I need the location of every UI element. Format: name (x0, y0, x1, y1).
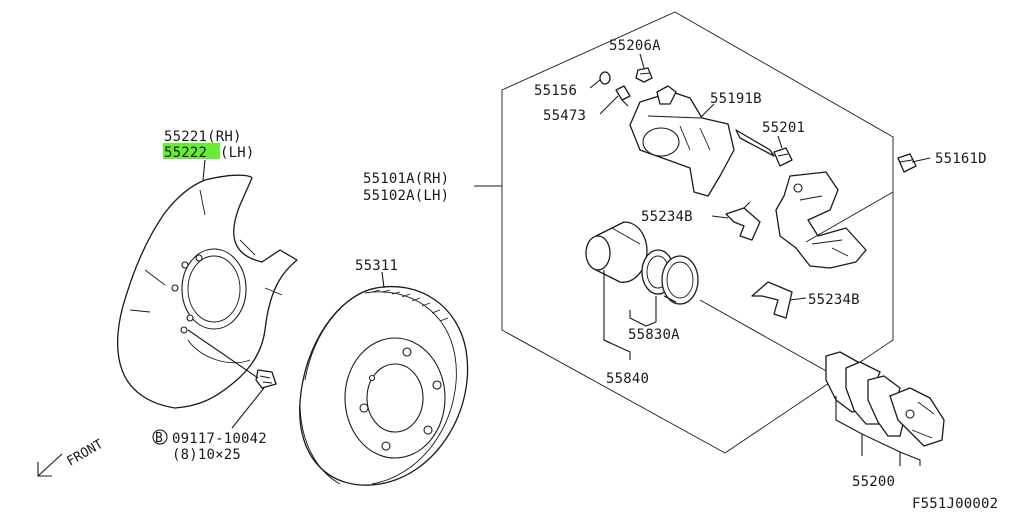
bracket-frame-line (805, 191, 894, 243)
clip-lower-leader (789, 297, 807, 301)
clip-upper-label: 55234B (641, 209, 693, 225)
piston-kit-label: 55840 (606, 371, 649, 387)
pin-leader (699, 103, 715, 119)
caliper-assembly-frame (501, 11, 894, 454)
bleeder-bolt-label: 55206A (609, 38, 661, 54)
rotor-leader (381, 271, 385, 289)
caliper-bolt (897, 153, 917, 173)
shield-lh-highlight (163, 143, 220, 159)
bolt-number-label: 09117-10042 (172, 431, 267, 447)
bolt-leader-b (231, 387, 265, 429)
front-label: FRONT (65, 437, 107, 470)
pad-kit-label: 55200 (852, 474, 895, 490)
kit-bracket-outer (603, 270, 631, 360)
shield-lh-number: 55222 (164, 145, 207, 161)
bolt-quantity-label: (8)10×25 (172, 447, 241, 463)
caliper-bolt-leader (911, 157, 931, 163)
bleeder-bolt-leader (639, 53, 645, 69)
shield-lh-side: (LH) (220, 145, 255, 161)
bolt-leader-a (187, 329, 259, 379)
pad-clip-lower (751, 281, 793, 319)
dust-shield (117, 174, 298, 409)
caliper-body (629, 85, 775, 197)
caliper-support-bracket (775, 171, 867, 269)
cap-leader (589, 79, 601, 89)
shield-leader (202, 159, 206, 181)
bleeder-screw (615, 85, 631, 107)
rotor-label: 55311 (355, 258, 398, 274)
figure-code: F551J00002 (912, 496, 998, 512)
bushing (773, 147, 793, 167)
bleeder-label: 55473 (543, 108, 586, 124)
brake-rotor (299, 286, 469, 486)
piston-seal-label: 55830A (628, 327, 680, 343)
cap-label: 55156 (534, 83, 577, 99)
bolt-circle-icon (152, 429, 168, 445)
bleeder-cap (599, 71, 611, 85)
piston (585, 221, 648, 283)
bleeder-leader (599, 95, 619, 115)
bushing-leader (777, 135, 783, 149)
pad-clip-upper (725, 201, 761, 241)
bushing-label: 55201 (762, 120, 805, 136)
kit-bracket-tick (603, 339, 611, 344)
brake-pads (825, 351, 945, 447)
caliper-bolt-label: 55161D (935, 151, 987, 167)
caliper-lh-label: 55102A(LH) (363, 188, 449, 204)
pad-kit-bracket (835, 396, 921, 466)
pad-guide-line (699, 299, 829, 373)
pin-boot-label: 55191B (710, 91, 762, 107)
clip-upper-leader (711, 215, 729, 219)
dust-boot (661, 255, 699, 305)
shield-rh-label: 55221(RH) (164, 129, 242, 145)
shield-bolt (255, 369, 277, 389)
clip-lower-label: 55234B (808, 292, 860, 308)
bleeder-bolt (635, 67, 653, 83)
caliper-rh-label: 55101A(RH) (363, 171, 449, 187)
bolt-circle-letter: B (155, 431, 163, 446)
front-arrow-icon (37, 453, 63, 477)
kit-bracket-inner (629, 296, 657, 327)
